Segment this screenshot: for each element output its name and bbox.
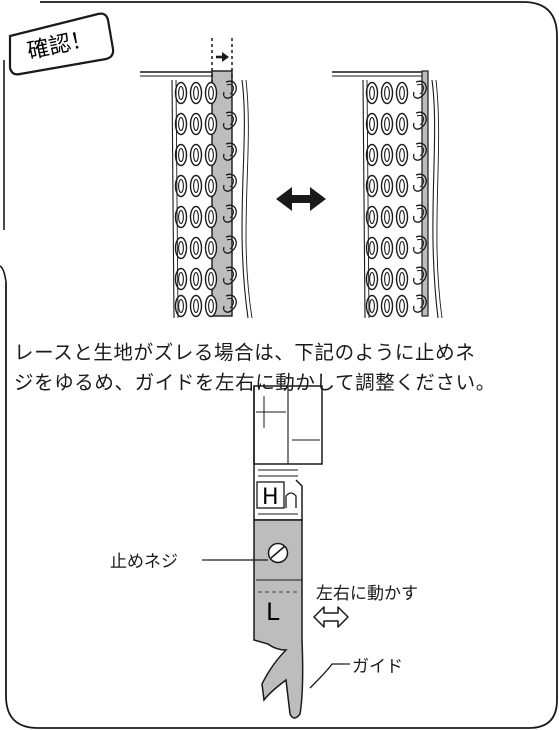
screw-icon [267,542,289,564]
instruction-line-2: ジをゆるめ、ガイドを左右に動かして調整ください。 [14,371,496,394]
stitch-column [171,79,218,319]
loop-column [412,79,443,319]
instruction-line-1: レースと生地がズレる場合は、下記のように止めネ [14,341,476,364]
stitch-column [362,79,409,319]
frame-notch [0,265,7,283]
screw-label: 止めネジ [110,552,178,572]
presser-foot-diagram: H L [253,385,323,719]
guide-leader [309,663,350,689]
letter-h: H [262,485,279,510]
left-right-arrow-icon [313,606,349,628]
lace-diagram-aligned [332,70,443,319]
guide-label: ガイド [352,657,403,677]
letter-l: L [266,598,280,626]
frame-border [5,1,558,729]
loop-column [222,79,253,319]
lace-diagram-misaligned [140,38,253,319]
double-arrow-icon [276,187,326,211]
shift-arrow-icon [216,52,229,62]
direction-label: 左右に動かす [316,584,418,604]
check-badge: 確認！ [8,12,115,76]
